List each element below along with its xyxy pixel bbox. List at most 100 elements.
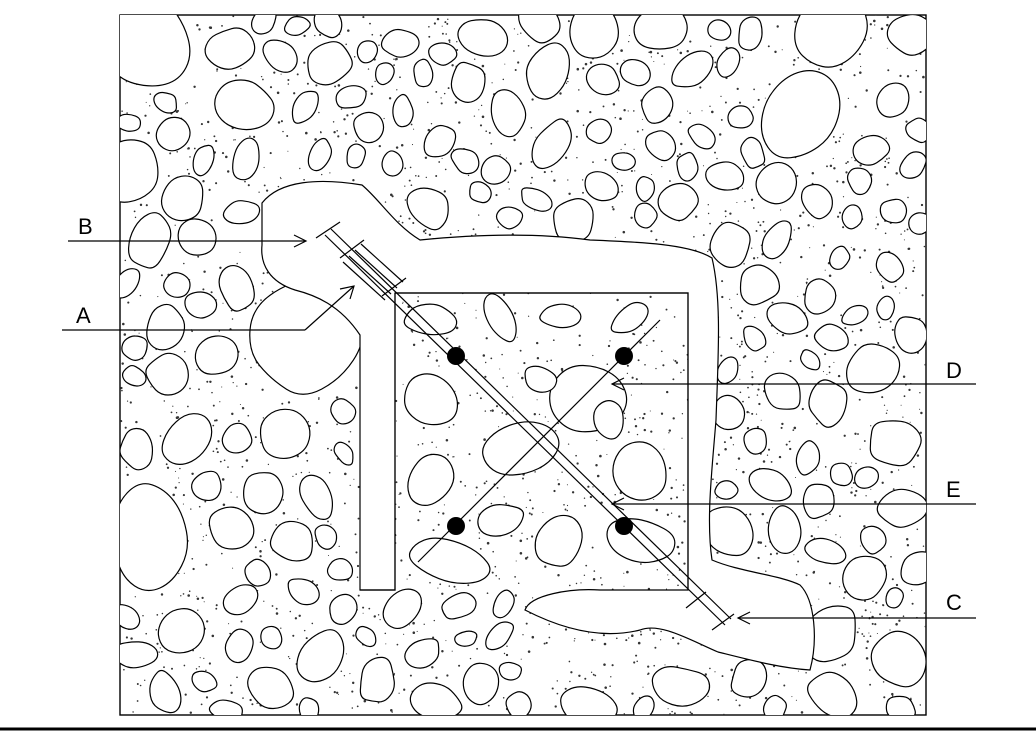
- speckle: [451, 650, 453, 652]
- speckle: [895, 583, 899, 587]
- speckle: [292, 475, 294, 478]
- speckle: [906, 75, 910, 78]
- stone: [121, 364, 147, 387]
- speckle: [497, 226, 499, 228]
- speckle: [275, 524, 278, 526]
- speckle: [642, 686, 644, 688]
- speckle: [332, 121, 335, 123]
- speckle: [478, 109, 480, 111]
- speckle: [454, 390, 456, 392]
- speckle: [633, 148, 635, 150]
- speckle: [714, 61, 717, 64]
- speckle: [476, 392, 479, 395]
- speckle: [300, 471, 303, 474]
- speckle: [912, 260, 914, 262]
- stone: [766, 302, 809, 335]
- speckle: [680, 638, 682, 640]
- speckle: [672, 378, 675, 381]
- speckle: [891, 695, 894, 697]
- speckle: [130, 637, 133, 640]
- stone: [632, 695, 655, 715]
- speckle: [399, 492, 402, 495]
- speckle: [505, 502, 508, 505]
- speckle: [196, 597, 200, 601]
- speckle: [208, 188, 211, 192]
- speckle: [505, 653, 509, 657]
- speckle: [729, 298, 731, 300]
- speckle: [161, 650, 163, 653]
- speckle: [683, 520, 686, 523]
- speckle: [150, 386, 152, 388]
- speckle: [122, 322, 125, 326]
- speckle: [554, 429, 557, 432]
- speckle: [909, 421, 911, 423]
- speckle: [845, 162, 848, 165]
- speckle: [839, 536, 841, 538]
- stone: [495, 206, 524, 230]
- speckle: [417, 519, 420, 522]
- stone: [120, 139, 159, 203]
- speckle: [865, 647, 868, 650]
- speckle: [838, 140, 841, 143]
- speckle: [178, 477, 180, 479]
- speckle: [757, 98, 760, 101]
- speckle: [239, 251, 241, 253]
- speckle: [261, 388, 264, 391]
- speckle: [394, 672, 396, 674]
- speckle: [202, 536, 204, 538]
- stone: [480, 155, 512, 185]
- speckle: [682, 344, 685, 347]
- stone: [353, 111, 385, 144]
- speckle: [895, 623, 898, 626]
- speckle: [640, 563, 642, 565]
- speckle: [797, 227, 800, 230]
- speckle: [551, 687, 554, 690]
- speckle: [200, 523, 202, 525]
- speckle: [879, 613, 882, 616]
- speckle: [898, 619, 901, 622]
- stone: [807, 671, 858, 715]
- stone: [767, 505, 802, 554]
- speckle: [474, 233, 477, 236]
- speckle: [650, 56, 653, 58]
- stone: [153, 91, 178, 114]
- speckle: [282, 130, 284, 133]
- speckle: [759, 224, 762, 227]
- stone: [314, 524, 338, 550]
- speckle: [594, 674, 597, 677]
- speckle: [843, 597, 845, 599]
- stone: [298, 697, 320, 715]
- speckle: [378, 144, 381, 148]
- speckle: [222, 302, 224, 304]
- speckle: [800, 711, 804, 714]
- stone: [313, 15, 343, 39]
- speckle: [191, 330, 193, 333]
- speckle: [905, 287, 907, 289]
- stone: [149, 669, 182, 714]
- stone: [709, 221, 751, 268]
- speckle: [215, 447, 218, 450]
- speckle: [877, 342, 880, 344]
- stone: [381, 150, 404, 177]
- stone: [584, 171, 619, 202]
- speckle: [681, 413, 684, 415]
- speckle: [626, 372, 629, 375]
- speckle: [912, 465, 915, 468]
- end-plate-b: [315, 221, 341, 239]
- speckle: [721, 675, 724, 678]
- speckle: [916, 454, 920, 457]
- speckle: [458, 121, 461, 124]
- speckle: [836, 180, 839, 183]
- speckle: [186, 168, 189, 171]
- speckle: [275, 607, 278, 610]
- stone: [482, 421, 560, 476]
- speckle: [643, 412, 646, 416]
- stone: [644, 130, 677, 162]
- speckle: [404, 167, 407, 170]
- stone: [908, 212, 926, 235]
- speckle: [295, 473, 297, 475]
- speckle: [208, 26, 212, 29]
- speckle: [750, 198, 754, 201]
- speckle: [564, 156, 568, 159]
- stone: [534, 514, 583, 567]
